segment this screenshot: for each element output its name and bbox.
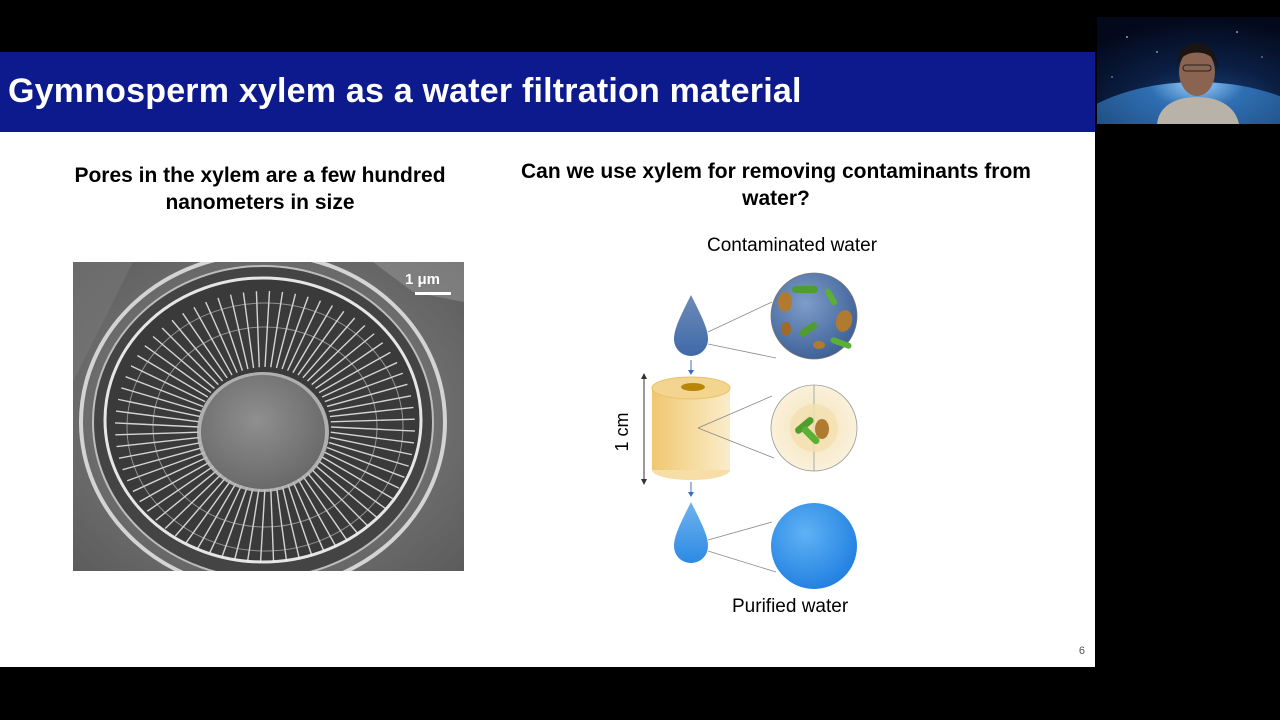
height-label: 1 cm [612, 412, 632, 451]
page-number: 6 [1079, 645, 1085, 657]
slide-title: Gymnosperm xylem as a water filtration m… [8, 72, 802, 111]
left-heading: Pores in the xylem are a few hundred nan… [60, 162, 460, 216]
presentation-slide: Gymnosperm xylem as a water filtration m… [0, 52, 1095, 667]
xylem-micrograph: 1 μm [73, 262, 464, 571]
title-bar: Gymnosperm xylem as a water filtration m… [0, 52, 1095, 132]
scale-bar-label: 1 μm [405, 271, 440, 288]
water-drop-icon [674, 502, 708, 563]
water-drop-icon [674, 295, 708, 356]
filter-cylinder-icon [652, 377, 730, 480]
speaker-webcam [1097, 17, 1280, 124]
right-heading: Can we use xylem for removing contaminan… [500, 158, 1052, 212]
filtration-diagram: 1 cm [600, 232, 900, 622]
